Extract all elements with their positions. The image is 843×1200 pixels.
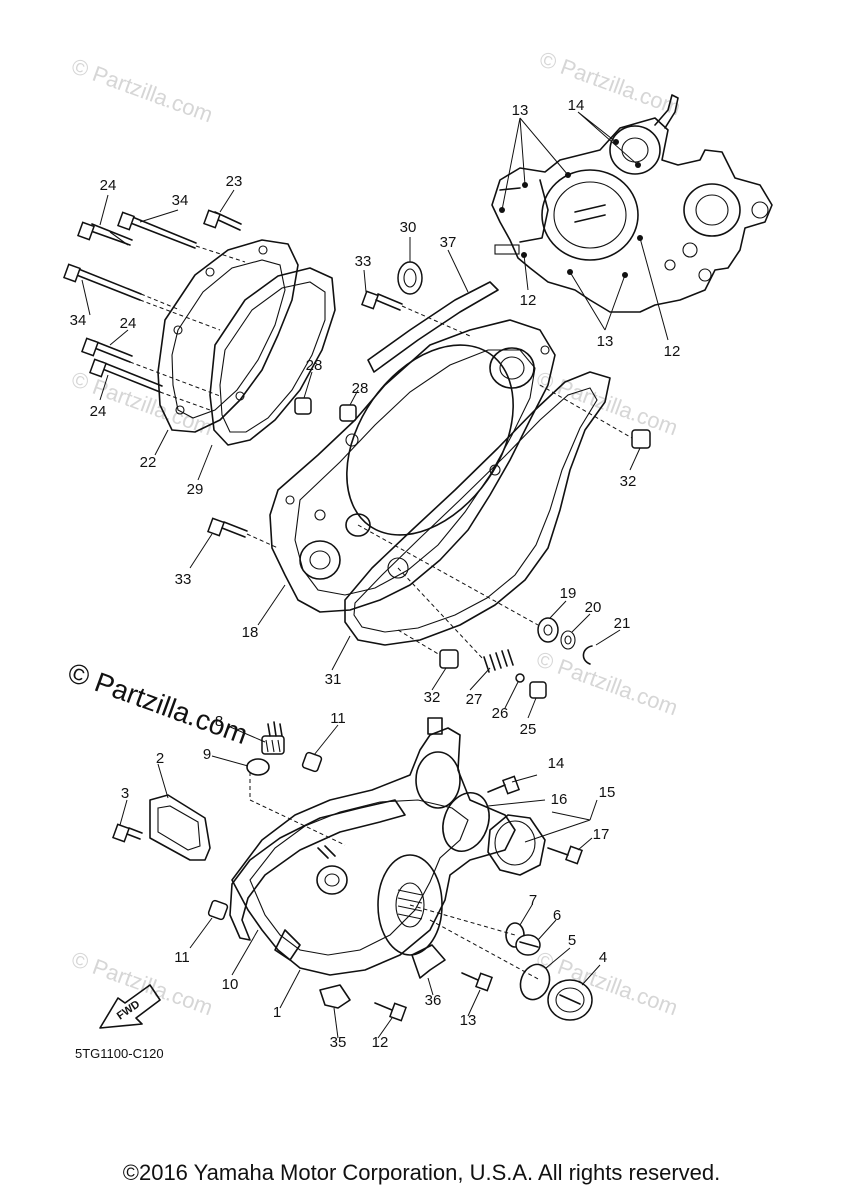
oil-plug-8: [261, 721, 285, 755]
callout-7: 7: [529, 892, 537, 909]
clutch-cover-gasket-29: [209, 267, 336, 446]
relief-spring-27-ball-26-plug-25: [397, 567, 547, 699]
copyright-footer: ©2016 Yamaha Motor Corporation, U.S.A. A…: [122, 1160, 721, 1185]
bolt-14: [487, 775, 520, 795]
callout-33: 33: [175, 571, 192, 588]
callout-24: 24: [90, 403, 107, 420]
oil-seal-30: [397, 261, 423, 295]
callout-28: 28: [306, 357, 323, 374]
diagram-code: 5TG1100-C120: [75, 1046, 164, 1061]
callout-23: 23: [226, 173, 243, 190]
callout-18: 18: [242, 624, 259, 641]
cover-15: [487, 814, 546, 876]
fwd-label: FWD: [115, 998, 142, 1022]
bolt-12-bottom: [374, 1002, 407, 1022]
callout-13: 13: [512, 102, 529, 119]
crankcase-cover-18: [269, 319, 556, 613]
callout-32: 32: [620, 473, 637, 490]
watermark-text: © Partzilla.com: [68, 53, 216, 127]
o-ring-9: [246, 758, 270, 776]
callout-34: 34: [172, 192, 189, 209]
crankcase-cover-gasket-31: [344, 371, 611, 646]
callout-16: 16: [551, 791, 568, 808]
bolt-3: [112, 823, 143, 843]
callout-14: 14: [568, 97, 585, 114]
bearing-seal-19-20-21: [357, 524, 593, 665]
bolt-13-bottom: [461, 972, 493, 992]
plug-6: [515, 934, 541, 956]
o-ring-5: [519, 963, 551, 1001]
callout-21: 21: [614, 615, 631, 632]
engine-crankcase-reference: [491, 94, 773, 341]
plate-37: [367, 281, 499, 373]
callout-29: 29: [187, 481, 204, 498]
dowel-pin-32-lower: [397, 629, 459, 669]
watermarks: © Partzilla.com © Partzilla.com © Partzi…: [64, 46, 684, 1020]
callout-leaders: [81, 189, 641, 1039]
callout-30: 30: [400, 219, 417, 236]
clamp-36: [411, 944, 446, 979]
watermark-text: © Partzilla.com: [536, 46, 684, 120]
watermark-main-text: © Partzilla.com: [64, 657, 252, 751]
callout-26: 26: [492, 705, 509, 722]
callout-8: 8: [215, 713, 223, 730]
watermark-text: © Partzilla.com: [68, 946, 216, 1020]
callout-9: 9: [203, 746, 211, 763]
callout-11: 11: [330, 710, 346, 727]
o-ring-16: [442, 792, 490, 852]
dowel-11-bottom: [207, 899, 229, 921]
callout-31: 31: [325, 671, 342, 688]
right-crankcase-cover-1: [231, 717, 516, 976]
callout-37: 37: [440, 234, 457, 251]
callout-36: 36: [425, 992, 442, 1009]
watermark-text: © Partzilla.com: [533, 646, 681, 720]
callout-17: 17: [593, 826, 610, 843]
callout-35: 35: [330, 1034, 347, 1051]
callout-32: 32: [424, 689, 441, 706]
callout-28: 28: [352, 380, 369, 397]
gasket-10: [229, 799, 406, 941]
bolts-24-34-23: [63, 209, 246, 411]
callout-19: 19: [560, 585, 577, 602]
callout-4: 4: [599, 949, 607, 966]
callout-11: 11: [174, 949, 190, 966]
callout-24: 24: [120, 315, 137, 332]
dowel-pins-28: [294, 371, 359, 422]
callout-24: 24: [100, 177, 117, 194]
callout-1: 1: [273, 1004, 281, 1021]
bolt-17: [547, 845, 583, 865]
callout-12: 12: [664, 343, 681, 360]
callout-numbers: 13 14 12 13 12 24 34 23 34 24 24 22 29 2…: [70, 97, 681, 1051]
cap-4: [547, 979, 593, 1021]
callout-5: 5: [568, 932, 576, 949]
callout-27: 27: [466, 691, 483, 708]
dowel-pin-32-right: [539, 384, 651, 449]
plate-2: [149, 794, 211, 861]
callout-25: 25: [520, 721, 537, 738]
callout-20: 20: [585, 599, 602, 616]
callout-6: 6: [553, 907, 561, 924]
callout-15: 15: [599, 784, 616, 801]
clamp-35: [319, 984, 351, 1009]
callout-13: 13: [597, 333, 614, 350]
callout-34: 34: [70, 312, 87, 329]
outer-clutch-cover-22: [157, 239, 299, 433]
callout-12: 12: [520, 292, 537, 309]
dowel-11-top: [301, 751, 323, 773]
callout-12: 12: [372, 1034, 389, 1051]
callout-13: 13: [460, 1012, 477, 1029]
bolt-33-left: [207, 517, 279, 549]
bolt-33-top: [361, 290, 471, 337]
callout-33: 33: [355, 253, 372, 270]
callout-3: 3: [121, 785, 129, 802]
callout-2: 2: [156, 750, 164, 767]
callout-14: 14: [548, 755, 565, 772]
callout-10: 10: [222, 976, 239, 993]
callout-22: 22: [140, 454, 157, 471]
